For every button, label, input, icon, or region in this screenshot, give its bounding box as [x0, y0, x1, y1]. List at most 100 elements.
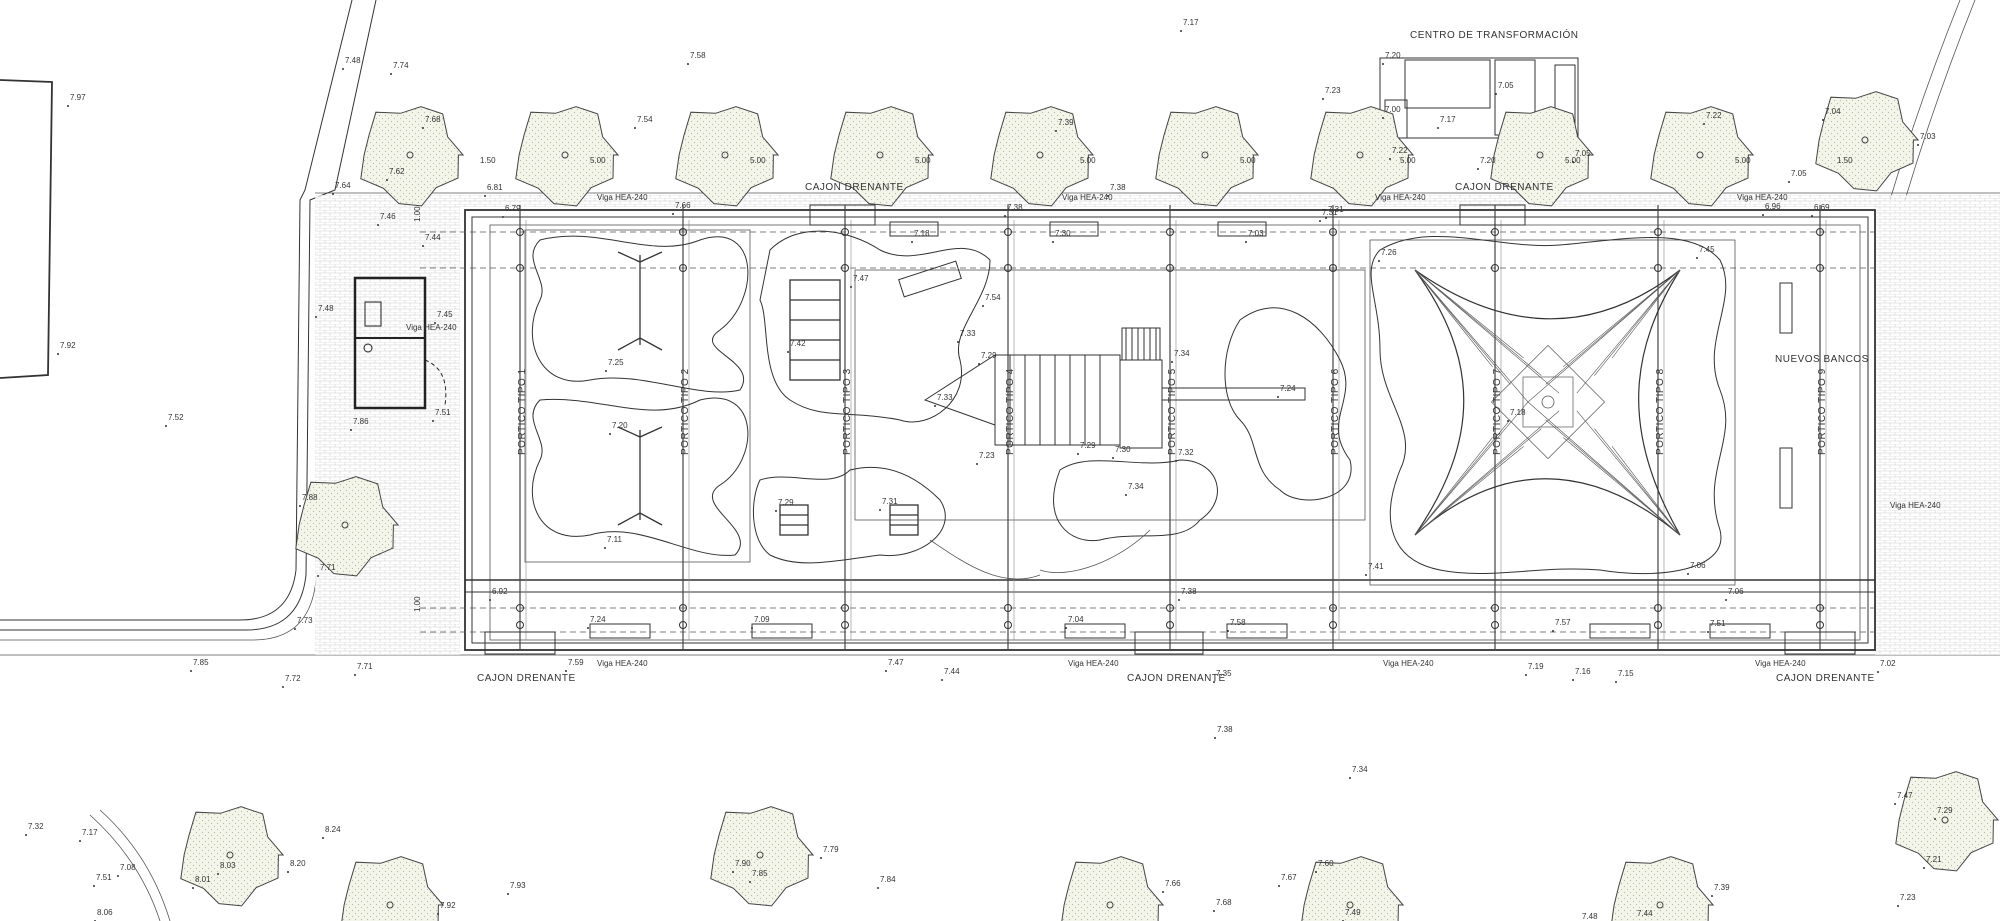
- labels: CENTRO DE TRANSFORMACIÓN CAJON DRENANTE …: [406, 28, 1941, 684]
- level-label: 7.03: [1920, 132, 1936, 141]
- level-label: 7.52: [168, 413, 184, 422]
- tree-canopy: [180, 806, 285, 907]
- level-label: 7.51: [96, 873, 112, 882]
- level-label: 7.04: [1825, 107, 1841, 116]
- level-label: 7.49: [1345, 908, 1361, 917]
- drain-boxes: [484, 204, 1856, 655]
- level-label: 7.54: [637, 115, 653, 124]
- bancos-label: NUEVOS BANCOS: [1775, 354, 1869, 365]
- level-label: 7.25: [608, 358, 624, 367]
- level-label: 7.39: [1714, 883, 1730, 892]
- level-label: 7.30: [1115, 445, 1131, 454]
- transformation-center: [1379, 57, 1579, 139]
- viga-label-7: Viga HEA-240: [597, 659, 648, 668]
- level-label: 7.34: [1128, 482, 1144, 491]
- viga-label-6: Viga HEA-240: [1890, 501, 1941, 510]
- level-label: 7.48: [345, 56, 361, 65]
- level-label: 7.71: [320, 563, 336, 572]
- dim-label-2: 1.50: [1837, 156, 1853, 165]
- dim-label-3: 5.00: [590, 156, 606, 165]
- level-label: 7.58: [1230, 618, 1246, 627]
- tree-canopy: [1061, 856, 1165, 921]
- viga-label-2: Viga HEA-240: [1062, 193, 1113, 202]
- cajon-label-bottom-3: CAJON DRENANTE: [1776, 673, 1875, 684]
- level-label: 7.86: [353, 417, 369, 426]
- tree-canopy: [360, 106, 465, 207]
- level-label: 7.08: [120, 863, 136, 872]
- level-label: 7.05: [1575, 149, 1591, 158]
- level-label: 7.33: [960, 329, 976, 338]
- level-label: 6.92: [492, 587, 508, 596]
- level-label: 7.34: [1174, 349, 1190, 358]
- portico-label: PORTICO TIPO 7: [1492, 368, 1503, 455]
- level-label: 7.22: [1706, 111, 1722, 120]
- level-label: 7.38: [1110, 183, 1126, 192]
- level-label: 7.93: [510, 881, 526, 890]
- level-label: 7.71: [357, 662, 373, 671]
- benches: [589, 221, 1793, 639]
- level-label: 7.68: [425, 115, 441, 124]
- level-label: 8.24: [325, 825, 341, 834]
- level-label: 7.66: [1165, 879, 1181, 888]
- tree-canopy: [675, 106, 780, 207]
- level-label: 7.41: [1368, 562, 1384, 571]
- tree-canopy: [990, 106, 1095, 207]
- level-label: 7.19: [1528, 662, 1544, 671]
- level-label: 7.05: [1498, 81, 1514, 90]
- level-label: 7.16: [1575, 667, 1591, 676]
- level-label: 7.35: [1216, 669, 1232, 678]
- viga-label-3: Viga HEA-240: [1375, 193, 1426, 202]
- viga-label-8: Viga HEA-240: [1068, 659, 1119, 668]
- level-label: 7.67: [1281, 873, 1297, 882]
- portico-label: PORTICO TIPO 5: [1167, 368, 1178, 455]
- level-label: 7.58: [690, 51, 706, 60]
- level-label: 7.20: [1385, 51, 1401, 60]
- trees: [180, 91, 2000, 921]
- level-label: 7.23: [979, 451, 995, 460]
- level-label: 6.96: [1765, 202, 1781, 211]
- cajon-label-bottom-2: CAJON DRENANTE: [1127, 673, 1226, 684]
- level-label: 7.88: [302, 493, 318, 502]
- dim-label-4: 5.00: [750, 156, 766, 165]
- level-label: 8.01: [195, 875, 211, 884]
- level-label: 8.06: [97, 908, 113, 917]
- dim-label-12: 1.00: [413, 596, 422, 612]
- level-label: 7.42: [790, 339, 806, 348]
- level-label: 7.24: [590, 615, 606, 624]
- level-label: 7.92: [440, 901, 456, 910]
- level-label: 7.34: [1352, 765, 1368, 774]
- level-label: 7.29: [778, 498, 794, 507]
- portico-label: PORTICO TIPO 9: [1817, 368, 1828, 455]
- dim-label-5: 5.00: [915, 156, 931, 165]
- tree-canopy: [830, 106, 935, 207]
- level-label: 7.48: [1582, 912, 1598, 921]
- viga-label-4: Viga HEA-240: [1737, 193, 1788, 202]
- swings: [617, 251, 919, 536]
- level-label: 7.04: [1068, 615, 1084, 624]
- level-label: 7.00: [1385, 105, 1401, 114]
- level-label: 7.32: [1178, 448, 1194, 457]
- level-label: 7.62: [389, 167, 405, 176]
- level-label: 7.74: [393, 61, 409, 70]
- play-tower: [898, 260, 1306, 449]
- level-label: 7.38: [1181, 587, 1197, 596]
- level-label: 7.32: [28, 822, 44, 831]
- level-label: 7.30: [1055, 229, 1071, 238]
- level-label: 7.51: [435, 408, 451, 417]
- level-label: 7.05: [1791, 169, 1807, 178]
- level-label: 7.31: [1328, 205, 1344, 214]
- level-label: 7.72: [285, 674, 301, 683]
- cajon-label-bottom-1: CAJON DRENANTE: [477, 673, 576, 684]
- tree-canopy: [1310, 106, 1415, 207]
- level-label: 7.20: [612, 421, 628, 430]
- level-label: 7.64: [335, 181, 351, 190]
- level-label: 7.44: [944, 667, 960, 676]
- tree-canopy: [1490, 106, 1595, 207]
- level-label: 7.29: [1937, 806, 1953, 815]
- tree-canopy: [1815, 91, 1920, 192]
- level-label: 7.31: [1322, 208, 1338, 217]
- level-label: 7.22: [1392, 146, 1408, 155]
- kiosk: [353, 276, 447, 410]
